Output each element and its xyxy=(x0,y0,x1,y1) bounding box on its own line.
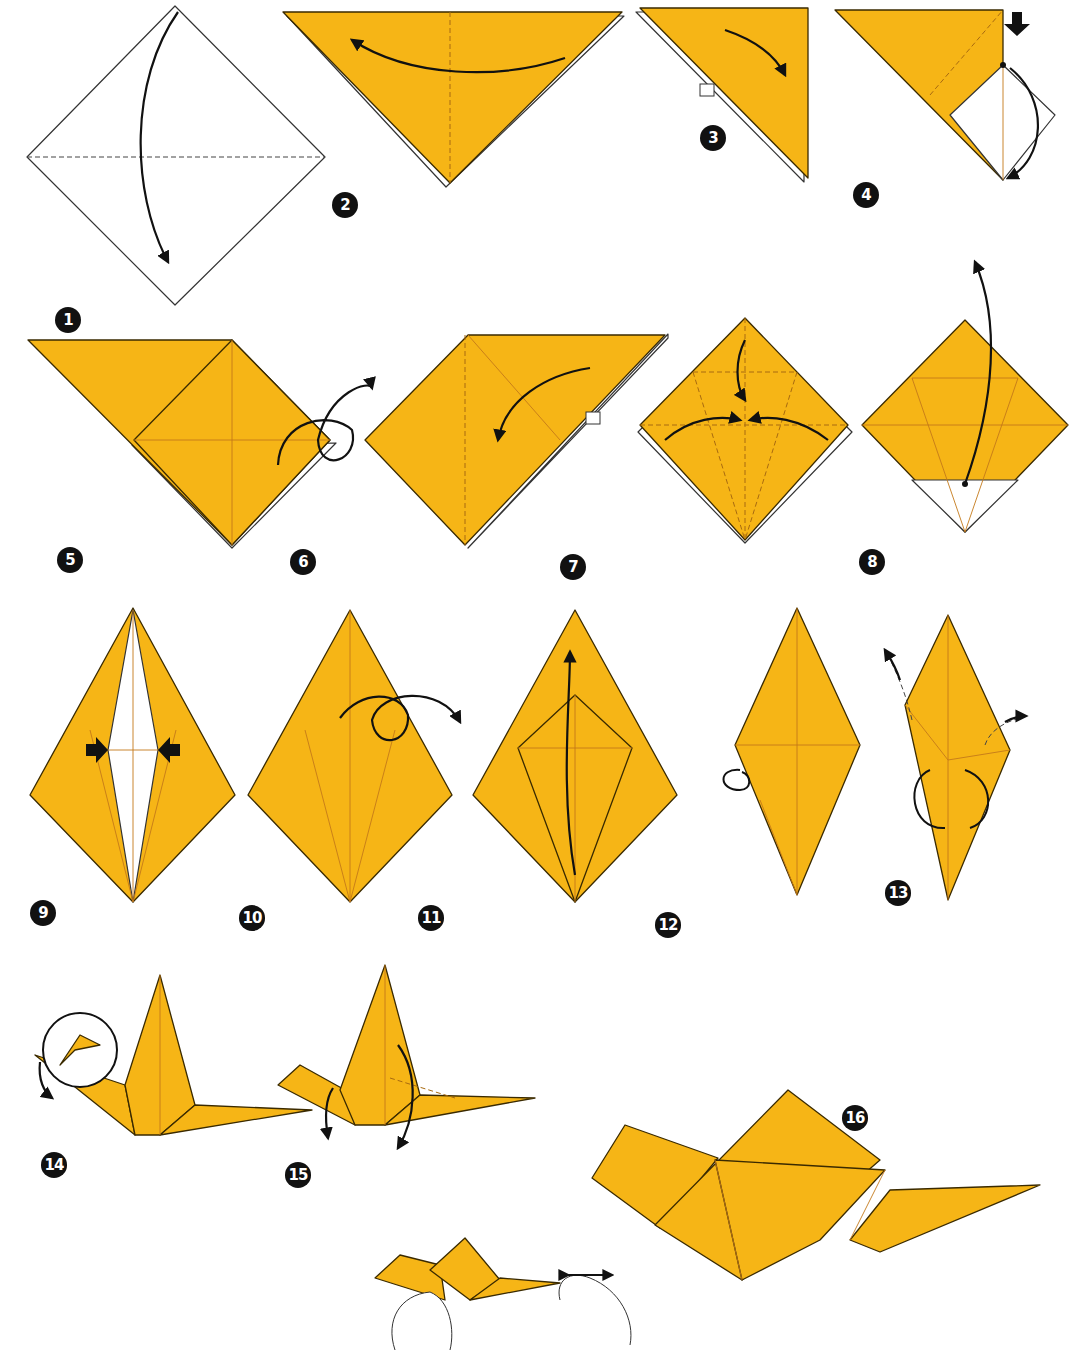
step-number: 4 xyxy=(861,188,870,203)
callout-number: 16 xyxy=(842,1105,869,1131)
hands-demo xyxy=(375,1238,631,1350)
step-3-fold xyxy=(636,8,808,182)
callout-number: 12 xyxy=(655,912,682,938)
callout-number: 15 xyxy=(285,1162,312,1188)
step-2-triangle xyxy=(283,12,624,187)
step-number: 7 xyxy=(568,560,577,575)
callout-number: 10 xyxy=(239,905,266,931)
step-number: 14 xyxy=(45,1158,64,1173)
callout-number: 1 xyxy=(55,307,81,333)
step-6-turned xyxy=(365,334,668,548)
step-number: 2 xyxy=(340,198,349,213)
step-9-kite xyxy=(30,608,235,902)
callout-number: 9 xyxy=(30,900,56,926)
step-number: 3 xyxy=(708,131,717,146)
step-number: 5 xyxy=(65,553,74,568)
step-7-square-base xyxy=(638,318,852,543)
step-5-half-squashed xyxy=(28,340,372,548)
step-number: 13 xyxy=(889,886,908,901)
callout-number: 14 xyxy=(41,1152,68,1178)
step-8-petal-fold xyxy=(862,262,1068,532)
step-number: 8 xyxy=(867,555,876,570)
step-1-square xyxy=(27,6,325,305)
callout-number: 6 xyxy=(290,549,316,575)
step-number: 16 xyxy=(846,1111,865,1126)
step-number: 10 xyxy=(243,911,262,926)
callout-number: 11 xyxy=(418,905,445,931)
step-12-diamond xyxy=(724,608,861,895)
callout-number: 3 xyxy=(700,125,726,151)
step-14-crane xyxy=(35,975,312,1135)
step-16-flapping-bird xyxy=(592,1090,1040,1280)
callout-number: 5 xyxy=(57,547,83,573)
callout-number: 13 xyxy=(885,880,912,906)
step-number: 6 xyxy=(298,555,307,570)
callout-number: 2 xyxy=(332,192,358,218)
callout-number: 8 xyxy=(859,549,885,575)
step-10-kite-turn xyxy=(248,610,460,902)
step-number: 12 xyxy=(659,918,678,933)
step-number: 11 xyxy=(422,911,441,926)
step-15-crane xyxy=(278,965,535,1148)
step-number: 15 xyxy=(289,1168,308,1183)
step-11-petal xyxy=(473,610,677,902)
step-13-narrow xyxy=(885,615,1026,900)
step-number: 1 xyxy=(63,313,72,328)
callout-number: 7 xyxy=(560,554,586,580)
callout-number: 4 xyxy=(853,182,879,208)
step-4-squash xyxy=(835,10,1055,180)
step-number: 9 xyxy=(38,906,47,921)
